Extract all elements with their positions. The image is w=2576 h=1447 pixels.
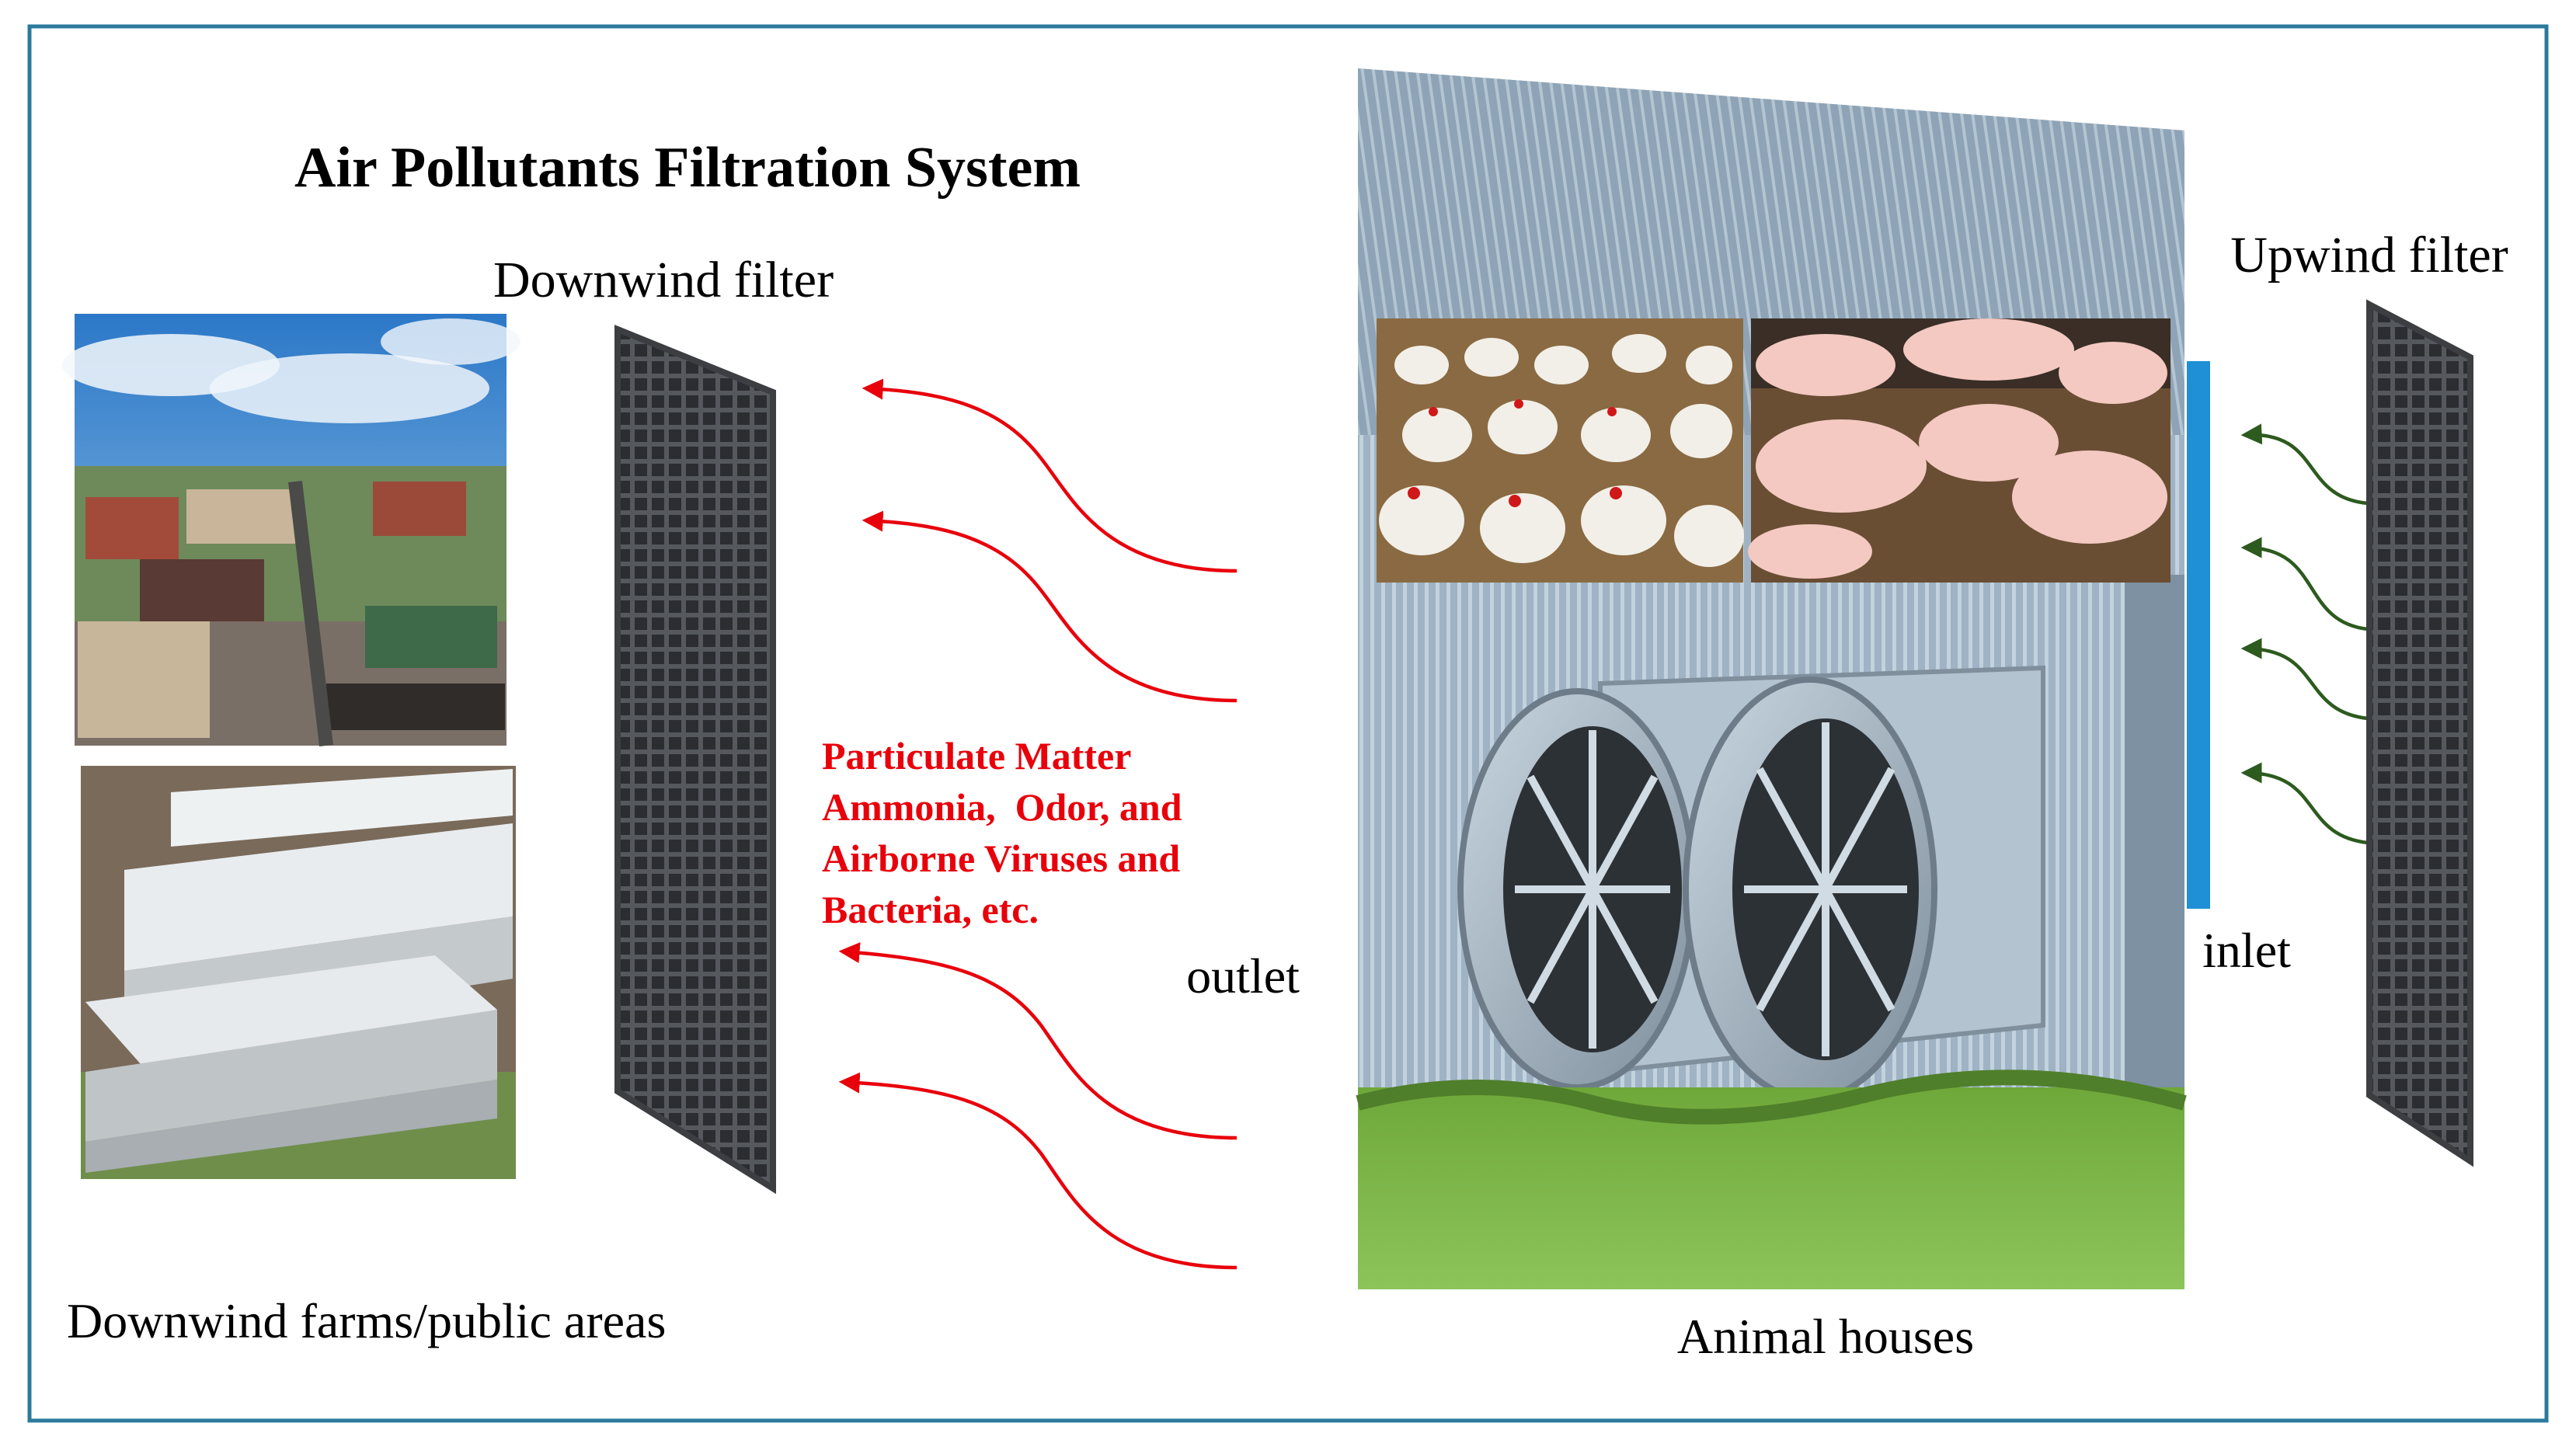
town-aerial-photo-icon	[62, 314, 520, 746]
clean-air-arrow-4	[2245, 773, 2368, 843]
pollutant-arrow-3	[843, 951, 1237, 1138]
upwind-filter-panel	[2369, 304, 2470, 1161]
inlet-bar	[2187, 361, 2210, 909]
clean-air-arrows	[2245, 435, 2368, 843]
pollutant-line-2: Ammonia, Odor, and	[822, 785, 1182, 829]
pollutant-line-3: Airborne Viruses and	[822, 837, 1180, 880]
downwind-areas-label: Downwind farms/public areas	[67, 1293, 666, 1348]
upwind-filter-label: Upwind filter	[2230, 227, 2508, 283]
inlet-label: inlet	[2202, 923, 2291, 978]
pollutant-arrow-4	[843, 1082, 1237, 1268]
pollutant-line-1: Particulate Matter	[822, 734, 1131, 777]
pollutant-arrow-2	[866, 520, 1237, 701]
clean-air-arrow-3	[2245, 649, 2368, 718]
diagram-title: Air Pollutants Filtration System	[294, 136, 1081, 200]
animal-houses-label: Animal houses	[1677, 1309, 1974, 1364]
clean-air-arrow-1	[2245, 435, 2368, 503]
chickens-photo-icon	[1377, 318, 1744, 583]
pollutant-line-4: Bacteria, etc.	[822, 888, 1039, 931]
pollutant-list: Particulate Matter Ammonia, Odor, and Ai…	[822, 734, 1182, 931]
clean-air-arrow-2	[2245, 548, 2368, 629]
animal-house-with-fans-photo-icon	[1358, 68, 2184, 1289]
downwind-filter-label: Downwind filter	[493, 252, 834, 308]
pigs-photo-icon	[1748, 318, 2170, 583]
downwind-filter-panel	[618, 329, 773, 1188]
outlet-label: outlet	[1186, 948, 1300, 1004]
farm-buildings-aerial-photo-icon	[81, 766, 516, 1179]
pollutant-arrow-1	[866, 388, 1237, 571]
